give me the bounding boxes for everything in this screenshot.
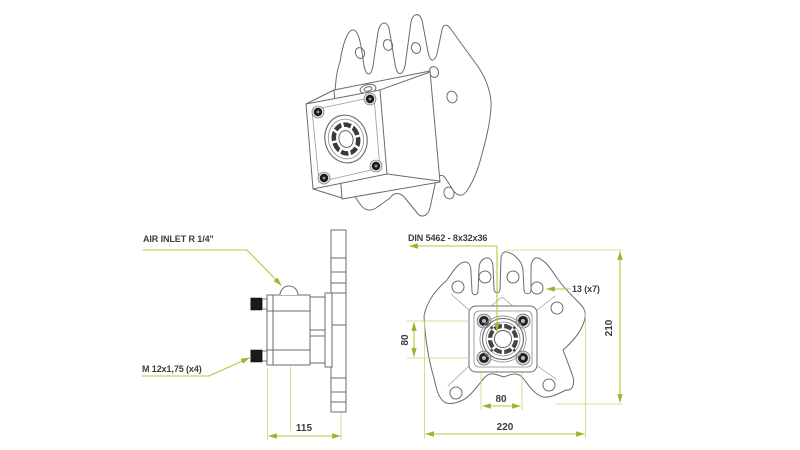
dim-80v-value: 80 [400,334,411,346]
dim-210-value: 210 [604,319,615,336]
iso-face-bolts [311,92,383,185]
iso-pump-body-edges [305,71,440,199]
flange-hole [506,270,520,284]
mounting-bolt [369,159,383,173]
dim-80-horizontal: 80 [480,372,523,411]
iso-spline-bore [324,114,368,164]
mounting-bolt [476,350,492,366]
mount-bolts-label: M 12x1,75 (x4) [142,364,202,374]
side-adapter-lines [309,329,326,337]
front-mount-plate-inner [473,310,533,368]
flange-hole [550,301,564,315]
dim-220: 220 [424,313,586,439]
dim-210: 210 [505,249,623,405]
air-inlet-leader [142,249,282,286]
mount-bolts-leader [141,357,250,377]
iso-flange-holes [354,39,458,200]
flange-hole [530,281,544,295]
side-air-inlet-port [279,285,299,296]
front-view: DIN 5462 - 8x32x36 13 (x7) 80 80 220 [400,233,623,439]
mounting-bolt [317,171,331,185]
side-pump-body [266,294,311,366]
dim-220-value: 220 [497,422,514,433]
side-bolt-top [250,297,268,311]
flange-hole [542,378,556,392]
side-flange-plate [330,229,347,413]
flange-holes-label: 13 (x7) [572,284,600,294]
side-view: AIR INLET R 1/4" M 12x1,75 (x4) 115 [141,229,347,441]
dim-80h-value: 80 [495,394,507,405]
isometric-view [305,14,492,217]
air-inlet-label: AIR INLET R 1/4" [143,234,214,244]
dim-80-vertical: 80 [400,320,470,359]
mounting-bolt [311,105,325,119]
mounting-bolt [363,92,377,106]
front-spline-bore [479,315,527,363]
dim-115-value: 115 [296,423,313,434]
side-bolt-bottom [250,349,268,363]
flange-hole [449,386,463,400]
side-flange-segments [330,257,347,403]
side-pump-body-lines [266,294,311,366]
side-adapter-plate-outer [324,292,333,368]
spline-spec-leader [409,243,500,332]
dim-115: 115 [267,366,342,441]
spline-spec-label: DIN 5462 - 8x32x36 [408,233,487,243]
